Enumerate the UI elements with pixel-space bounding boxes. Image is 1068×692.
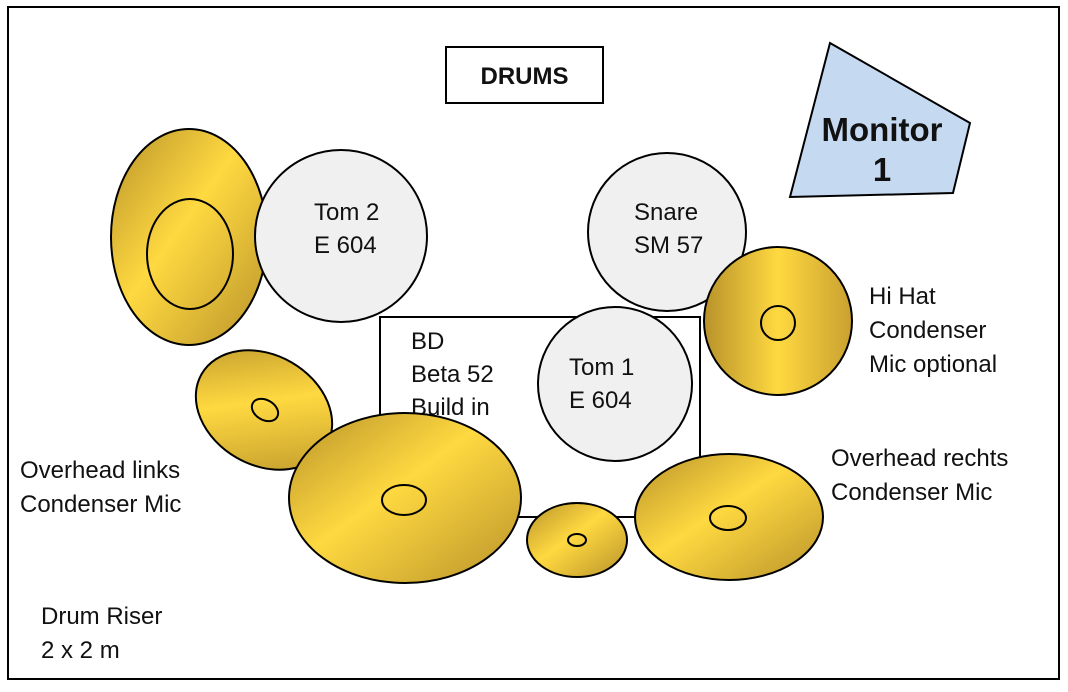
title-label: DRUMS — [481, 63, 569, 90]
riser-label-line2: 2 x 2 m — [41, 637, 120, 664]
hihat-label-line2: Condenser — [869, 317, 986, 344]
bass-drum-label-line2: Beta 52 — [411, 361, 494, 388]
overhead-left-label-line1: Overhead links — [20, 457, 180, 484]
snare-label-line2: SM 57 — [634, 232, 703, 259]
crash-center-cymbal — [288, 412, 522, 584]
ride-cymbal — [110, 128, 268, 346]
overhead-right-label-line1: Overhead rechts — [831, 445, 1008, 472]
tom2-label-line1: Tom 2 — [314, 199, 379, 226]
splash-cymbal — [526, 502, 628, 578]
overhead-right-label-line2: Condenser Mic — [831, 479, 992, 506]
snare-label-line1: Snare — [634, 199, 698, 226]
tom1-label-line2: E 604 — [569, 387, 632, 414]
riser-label-line1: Drum Riser — [41, 603, 162, 630]
hihat-label-line1: Hi Hat — [869, 283, 936, 310]
overhead-left-label-line2: Condenser Mic — [20, 491, 181, 518]
tom2-drum: Tom 2 E 604 — [254, 149, 428, 323]
stage-border — [7, 6, 1060, 680]
tom2-label-line2: E 604 — [314, 232, 377, 259]
snare-drum: Snare SM 57 — [587, 152, 747, 312]
tom1-label-line1: Tom 1 — [569, 354, 634, 381]
hihat-cymbal — [703, 246, 853, 396]
hihat-label-line3: Mic optional — [869, 351, 997, 378]
monitor-wedge: Monitor 1 — [788, 41, 972, 199]
monitor-label-line1: Monitor — [822, 111, 943, 148]
bass-drum-label-line1: BD — [411, 328, 444, 355]
title-box: DRUMS — [445, 46, 604, 104]
crash-right-cymbal — [634, 453, 824, 581]
monitor-label-line2: 1 — [873, 151, 891, 188]
tom1-drum: Tom 1 E 604 — [537, 306, 693, 462]
